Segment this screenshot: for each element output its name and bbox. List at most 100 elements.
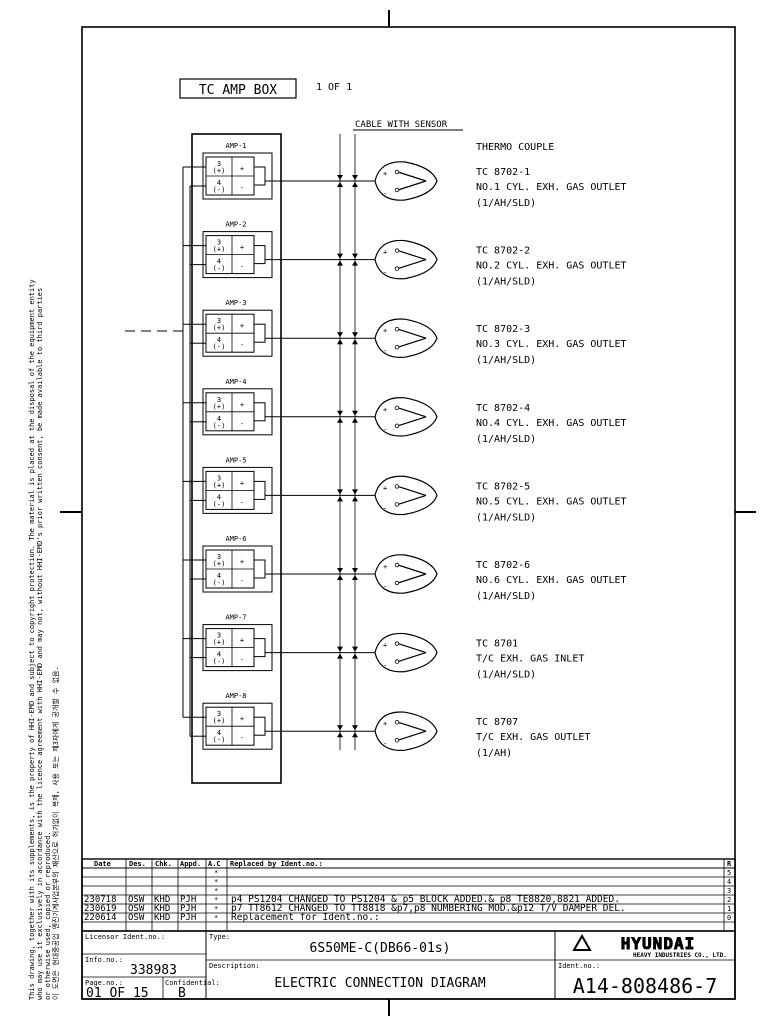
amp-label: AMP-8 xyxy=(225,692,246,700)
polarity-plus: + xyxy=(240,244,244,252)
sensor-tag: TC 8702-3 xyxy=(476,324,530,335)
thermocouple-icon: +- xyxy=(374,161,438,201)
pin-minus-number: 4 xyxy=(217,415,221,423)
pin-plus-symbol: (+) xyxy=(213,481,226,489)
amp-connector xyxy=(253,716,266,736)
amp-label: AMP-5 xyxy=(225,456,246,464)
amp-connector xyxy=(253,245,266,265)
sensor-plus: + xyxy=(383,720,387,728)
amp-module xyxy=(202,624,273,672)
thermocouple-icon: +- xyxy=(374,554,438,594)
amp-module xyxy=(202,466,273,514)
sensor-tag: TC 8702-2 xyxy=(476,246,530,257)
amp-channel: AMP-53(+)4(-)+-+-TC 8702-5NO.5 CYL. EXH.… xyxy=(183,456,627,523)
amp-module xyxy=(202,545,273,593)
confidential-value: B xyxy=(178,986,186,1001)
sensor-cable-spec: (1/AH/SLD) xyxy=(476,355,536,366)
amp-channel: AMP-13(+)4(-)+-+-TC 8702-1NO.1 CYL. EXH.… xyxy=(183,142,627,209)
amp-module xyxy=(202,388,273,436)
rev-ac: * xyxy=(214,914,218,922)
sensor-tag: TC 8702-1 xyxy=(476,167,530,178)
rev-date: 230718 xyxy=(84,895,117,905)
sensor-cable-spec: (1/AH/SLD) xyxy=(476,434,536,445)
polarity-plus: + xyxy=(240,558,244,566)
pin-plus-symbol: (+) xyxy=(213,167,226,175)
pin-plus-symbol: (+) xyxy=(213,403,226,411)
amp-connector xyxy=(253,480,266,500)
polarity-minus: - xyxy=(240,184,244,192)
rev-text: Replacement for Ident.no.: xyxy=(231,912,380,923)
info-value: 338983 xyxy=(130,963,177,978)
rev-text: p4 PS1204 CHANGED TO PS1204 & p5 BLOCK A… xyxy=(231,894,620,905)
rev-designer: OSW xyxy=(128,904,145,914)
sensor-description: NO.1 CYL. EXH. GAS OUTLET xyxy=(476,182,627,193)
polarity-minus: - xyxy=(240,498,244,506)
ident-label: Ident.no.: xyxy=(558,962,600,970)
sensor-description: NO.2 CYL. EXH. GAS OUTLET xyxy=(476,261,627,272)
sensor-header: THERMO COUPLE xyxy=(476,142,554,153)
rev-header-r: R xyxy=(727,860,732,868)
copyright-line-2: who may use it exclusively in accordance… xyxy=(36,288,44,1000)
sensor-plus: + xyxy=(383,484,387,492)
type-value: 6S50ME-C(DB66-01s) xyxy=(310,941,451,956)
hyundai-triangle-icon xyxy=(572,933,592,951)
sensor-plus: + xyxy=(383,406,387,414)
polarity-plus: + xyxy=(240,165,244,173)
pin-minus-number: 4 xyxy=(217,336,221,344)
sensor-minus: - xyxy=(383,269,387,277)
amp-channel: AMP-43(+)4(-)+-+-TC 8702-4NO.4 CYL. EXH.… xyxy=(183,378,627,445)
polarity-minus: - xyxy=(240,656,244,664)
thermocouple-icon: +- xyxy=(374,711,438,751)
revision-table xyxy=(81,858,736,932)
pin-minus-symbol: (-) xyxy=(213,579,226,587)
amplifier-channels: AMP-13(+)4(-)+-+-TC 8702-1NO.1 CYL. EXH.… xyxy=(182,134,627,759)
sensor-description: T/C EXH. GAS INLET xyxy=(476,654,584,665)
rev-checker: KHD xyxy=(154,904,170,914)
pin-minus-number: 4 xyxy=(217,258,221,266)
sensor-minus: - xyxy=(383,662,387,670)
page-ref: 1 OF 1 xyxy=(316,82,352,93)
sensor-plus: + xyxy=(383,642,387,650)
sensor-plus: + xyxy=(383,170,387,178)
rev-ac: * xyxy=(214,869,218,877)
amp-connector xyxy=(253,402,266,422)
pin-minus-symbol: (-) xyxy=(213,186,226,194)
info-label: Info.no.: xyxy=(85,956,123,964)
title-block xyxy=(81,930,736,1000)
polarity-plus: + xyxy=(240,401,244,409)
pin-minus-number: 4 xyxy=(217,651,221,659)
licensor-label: Licensor Ident.no.: xyxy=(85,933,165,941)
rev-number: 3 xyxy=(727,887,731,895)
pin-plus-number: 3 xyxy=(217,553,221,561)
rev-header-replaced: Replaced by Ident.no.: xyxy=(230,860,323,868)
sensor-cable-spec: (1/AH) xyxy=(476,748,512,759)
polarity-minus: - xyxy=(240,341,244,349)
pin-plus-number: 3 xyxy=(217,239,221,247)
sensor-minus: - xyxy=(383,190,387,198)
amp-channel: AMP-63(+)4(-)+-+-TC 8702-6NO.6 CYL. EXH.… xyxy=(183,535,627,602)
diagram-title: TC AMP BOX xyxy=(199,83,277,98)
pin-minus-number: 4 xyxy=(217,493,221,501)
polarity-minus: - xyxy=(240,263,244,271)
sensor-tag: TC 8702-5 xyxy=(476,481,530,492)
polarity-minus: - xyxy=(240,577,244,585)
sensor-description: T/C EXH. GAS OUTLET xyxy=(476,732,590,743)
pin-minus-symbol: (-) xyxy=(213,500,226,508)
sensor-tag: TC 8701 xyxy=(476,639,518,650)
amp-channel: AMP-23(+)4(-)+-+-TC 8702-2NO.2 CYL. EXH.… xyxy=(183,221,627,288)
amp-connector xyxy=(253,559,266,579)
rev-header-ac: A.C xyxy=(208,860,221,868)
pin-plus-number: 3 xyxy=(217,160,221,168)
sensor-description: NO.3 CYL. EXH. GAS OUTLET xyxy=(476,339,627,350)
sensor-description: NO.4 CYL. EXH. GAS OUTLET xyxy=(476,418,627,429)
amp-label: AMP-7 xyxy=(225,614,246,622)
company-subtitle: HEAVY INDUSTRIES CO., LTD. xyxy=(633,952,727,959)
rev-ac: * xyxy=(214,878,218,886)
sensor-minus: - xyxy=(383,426,387,434)
rev-number: 0 xyxy=(727,914,731,922)
pin-minus-symbol: (-) xyxy=(213,736,226,744)
sensor-cable-spec: (1/AH/SLD) xyxy=(476,512,536,523)
